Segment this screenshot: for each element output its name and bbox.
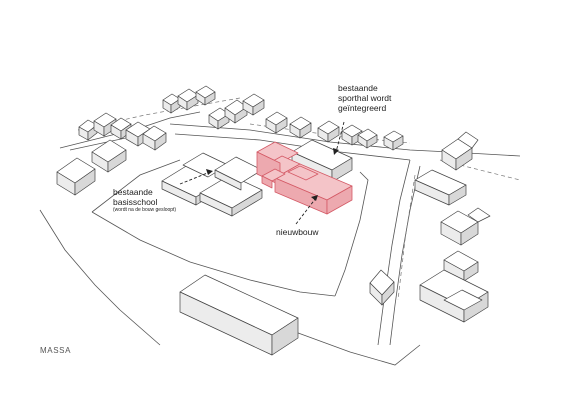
label-basisschool: bestaande basisschool (wordt na de bouw … bbox=[113, 187, 176, 213]
label-sporthal-line3: geïntegreerd bbox=[338, 103, 387, 113]
houses-top-row bbox=[265, 111, 404, 151]
road-network bbox=[39, 97, 521, 366]
new-build-massing bbox=[256, 141, 353, 215]
label-sporthal-line2: sporthal wordt bbox=[338, 93, 392, 103]
existing-school-building bbox=[161, 152, 263, 217]
houses-right bbox=[369, 131, 491, 323]
houses-left bbox=[56, 112, 167, 196]
label-nieuwbouw: nieuwbouw bbox=[276, 227, 319, 237]
diagram-caption: MASSA bbox=[40, 346, 72, 355]
label-sporthal-line1: bestaande bbox=[338, 83, 378, 93]
callout-pointers bbox=[179, 121, 345, 225]
houses-upper-left bbox=[162, 85, 265, 130]
label-basisschool-line1: bestaande bbox=[113, 187, 153, 197]
large-building-bottom bbox=[179, 274, 299, 356]
label-sporthal: bestaande sporthal wordt geïntegreerd bbox=[338, 83, 391, 113]
label-basisschool-line2: basisschool bbox=[113, 197, 158, 207]
label-basisschool-note: (wordt na de bouw gesloopt) bbox=[113, 207, 177, 213]
